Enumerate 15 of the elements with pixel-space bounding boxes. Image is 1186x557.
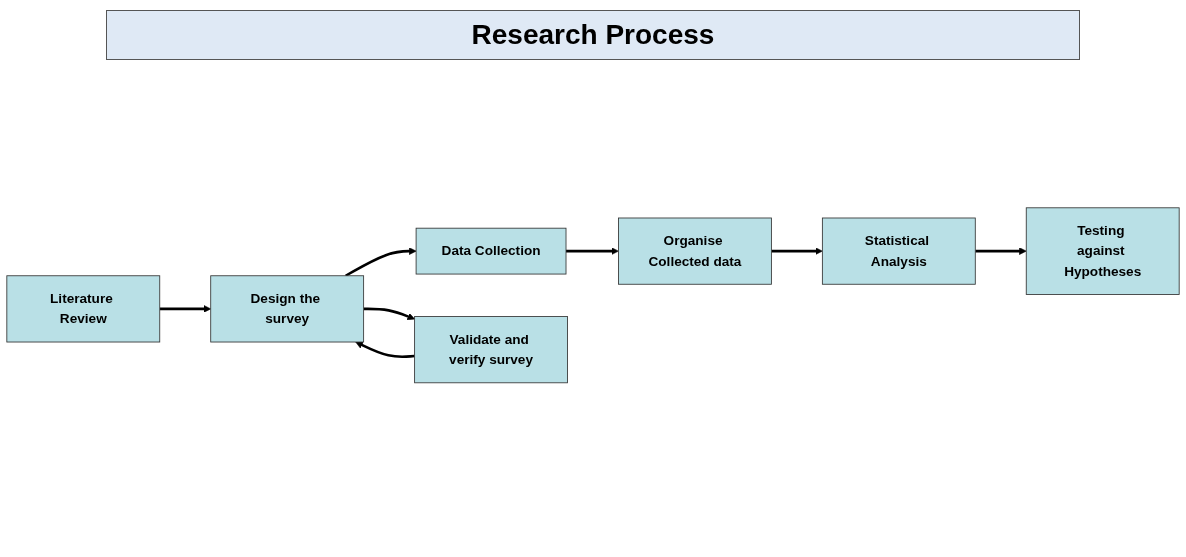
arrow [345, 247, 417, 277]
arrow [975, 247, 1027, 255]
node-box: Literature Review [6, 275, 161, 343]
arrow [566, 247, 619, 255]
node-box: Design the survey [210, 275, 365, 343]
arrow [159, 304, 212, 313]
title-banner: Research Process [105, 10, 1081, 60]
arrow [363, 307, 415, 320]
node-box: Statistical Analysis [821, 217, 976, 285]
node-box: Data Collection [415, 227, 567, 275]
arrow [771, 247, 823, 255]
arrow [355, 341, 415, 358]
node-box: Organise Collected data [618, 217, 772, 285]
node-box: Testing against Hypotheses [1025, 207, 1180, 295]
node-box: Validate and verify survey [414, 315, 568, 383]
